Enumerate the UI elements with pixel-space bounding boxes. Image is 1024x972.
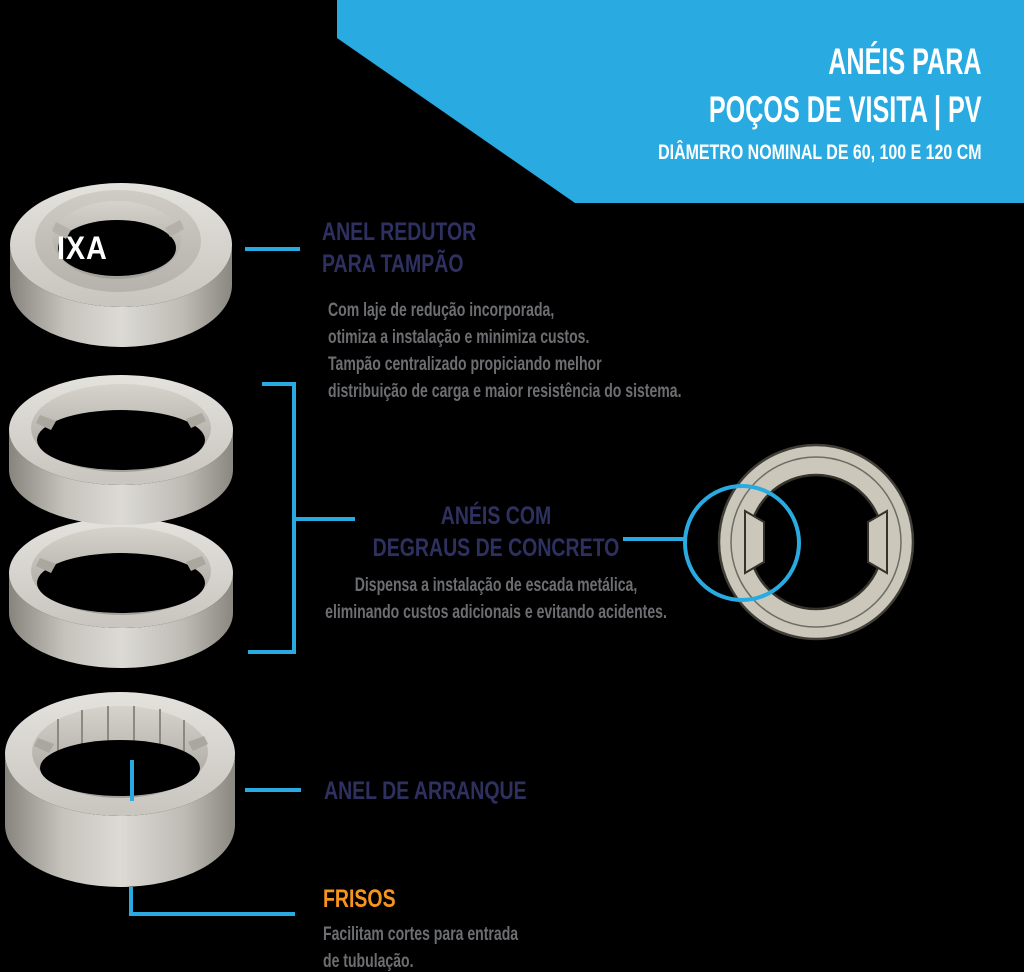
- notch-right: [165, 220, 184, 237]
- notch-left: [52, 222, 71, 239]
- step-ring-1-illustration: [9, 375, 233, 525]
- header: ANÉIS PARA POÇOS DE VISITA | PV DIÂMETRO …: [556, 38, 982, 166]
- body-frisos: Facilitam cortes para entrada de tubulaç…: [323, 923, 519, 972]
- heading-aneis-degraus-line1: ANÉIS COM: [440, 502, 552, 530]
- body-anel-redutor: Com laje de redução incorporada, otimiza…: [328, 299, 682, 402]
- ring-top-view-illustration: [717, 443, 915, 641]
- heading-aneis-degraus: ANÉIS COM DEGRAUS DE CONCRETO: [373, 500, 620, 564]
- heading-anel-arranque: ANEL DE ARRANQUE: [324, 777, 527, 805]
- connector-frisos: [129, 887, 295, 916]
- heading-aneis-degraus-line2: DEGRAUS DE CONCRETO: [372, 534, 620, 562]
- connector-step-rings-bracket: [248, 382, 355, 654]
- heading-frisos: FRISOS: [323, 885, 396, 913]
- watermark-text: IXA: [57, 230, 108, 266]
- starter-ring-illustration: [5, 692, 235, 887]
- heading-anel-redutor: ANEL REDUTOR PARA TAMPÃO: [322, 216, 476, 280]
- notch-left: [36, 415, 56, 430]
- highlight-circle: [683, 484, 801, 602]
- step-ring-2-illustration: [9, 518, 233, 668]
- page-title: ANÉIS PARA POÇOS DE VISITA | PV: [693, 38, 982, 134]
- title-line-2: POÇOS DE VISITA | PV: [709, 89, 982, 130]
- notch-left: [34, 738, 54, 753]
- body-aneis-degraus: Dispensa a instalação de escada metálica…: [325, 574, 667, 623]
- reducer-ring-illustration: [10, 183, 232, 347]
- notch-right: [188, 736, 208, 751]
- page-subtitle: DIÂMETRO NOMINAL DE 60, 100 E 120 CM: [658, 141, 982, 164]
- connector-lines: [129, 247, 686, 916]
- notch-left: [36, 558, 56, 573]
- heading-anel-redutor-line2: PARA TAMPÃO: [322, 250, 464, 278]
- notch-right: [186, 556, 206, 571]
- connector-starter-ring: [130, 760, 301, 801]
- notch-right: [186, 413, 206, 428]
- heading-anel-redutor-line1: ANEL REDUTOR: [322, 218, 477, 246]
- step-tab-left: [744, 509, 765, 575]
- title-line-1: ANÉIS PARA: [828, 41, 982, 82]
- step-tab-right: [867, 509, 888, 575]
